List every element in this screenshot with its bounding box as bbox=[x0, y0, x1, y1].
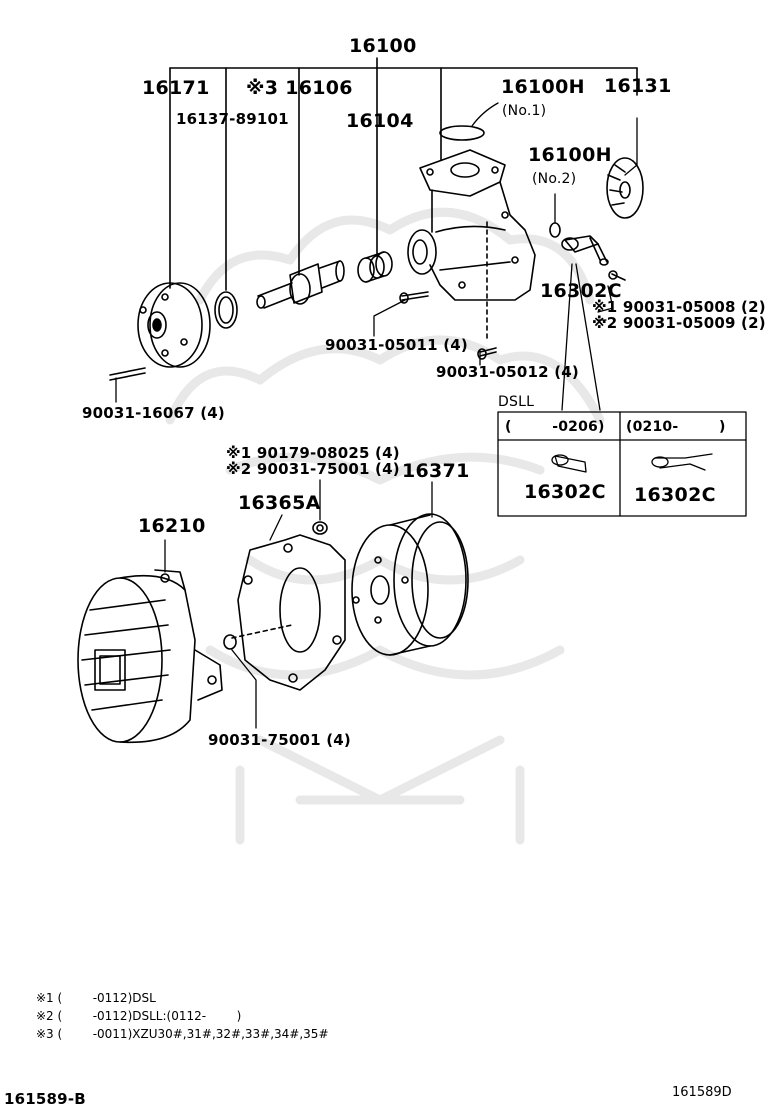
label-16100h-no1[interactable]: 16100H bbox=[501, 76, 585, 98]
flange-16171-drawing bbox=[137, 282, 211, 368]
label-16210[interactable]: 16210 bbox=[138, 515, 206, 537]
footnote-3: ※3 ( -0011)XZU30#,31#,32#,33#,34#,35# bbox=[36, 1027, 329, 1041]
label-16106[interactable]: ※3 16106 bbox=[246, 77, 353, 99]
label-16131[interactable]: 16131 bbox=[604, 75, 672, 97]
label-16100h-no2[interactable]: 16100H bbox=[528, 144, 612, 166]
bearing-16106-drawing bbox=[256, 260, 345, 309]
snap-ring-drawing bbox=[214, 291, 238, 329]
dsll-box-frame bbox=[497, 411, 747, 517]
label-16100[interactable]: 16100 bbox=[349, 35, 417, 57]
label-16171[interactable]: 16171 bbox=[142, 77, 210, 99]
label-16302c[interactable]: 16302C bbox=[540, 280, 622, 302]
footnote-1: ※1 ( -0112)DSL bbox=[36, 991, 156, 1005]
nut-drawing bbox=[312, 521, 328, 535]
label-90031-05009[interactable]: ※2 90031-05009 (2) bbox=[592, 314, 766, 332]
dsll-col2-part[interactable]: 16302C bbox=[634, 484, 716, 506]
label-90031-75001-bottom[interactable]: 90031-75001 (4) bbox=[208, 731, 351, 749]
label-no2: (No.2) bbox=[532, 171, 577, 187]
label-90031-05011[interactable]: 90031-05011 (4) bbox=[325, 336, 468, 354]
label-90179-08025[interactable]: ※1 90179-08025 (4) bbox=[226, 444, 400, 462]
label-16365a[interactable]: 16365A bbox=[238, 492, 321, 514]
label-no1: (No.1) bbox=[502, 103, 547, 119]
pump-body-drawing bbox=[407, 149, 536, 341]
nut-lower-drawing bbox=[223, 634, 237, 650]
dsll-col1-range: ( -0206) bbox=[505, 419, 605, 435]
footer-left-code: 161589-B bbox=[4, 1090, 86, 1108]
label-90031-16067[interactable]: 90031-16067 (4) bbox=[82, 404, 225, 422]
pipe-16302c-drawing bbox=[561, 235, 609, 266]
footnote-2: ※2 ( -0112)DSLL:(0112- ) bbox=[36, 1009, 242, 1023]
assembly-bracket-16100 bbox=[169, 57, 638, 291]
fan-coupling-16210-drawing bbox=[77, 569, 223, 744]
plate-16365a-drawing bbox=[231, 534, 346, 691]
label-16371[interactable]: 16371 bbox=[402, 460, 470, 482]
dsll-col1-part[interactable]: 16302C bbox=[524, 481, 606, 503]
impeller-16131-drawing bbox=[606, 157, 644, 219]
label-16137-89101[interactable]: 16137-89101 bbox=[176, 110, 289, 128]
seal-16104-drawing bbox=[357, 251, 393, 283]
label-90031-75001-top[interactable]: ※2 90031-75001 (4) bbox=[226, 460, 400, 478]
gasket-no2-drawing bbox=[549, 222, 561, 238]
pulley-16371-drawing bbox=[351, 513, 469, 656]
dsll-title: DSLL bbox=[498, 394, 535, 410]
footer-right-code: 161589D bbox=[672, 1085, 732, 1100]
gasket-no1-drawing bbox=[439, 125, 485, 141]
label-90031-05012[interactable]: 90031-05012 (4) bbox=[436, 363, 579, 381]
label-90031-05008[interactable]: ※1 90031-05008 (2) bbox=[592, 298, 766, 316]
label-16104[interactable]: 16104 bbox=[346, 110, 414, 132]
small-bolts-drawing bbox=[109, 270, 626, 381]
dsll-col2-range: (0210- ) bbox=[626, 419, 726, 435]
leader-lines bbox=[115, 102, 638, 729]
